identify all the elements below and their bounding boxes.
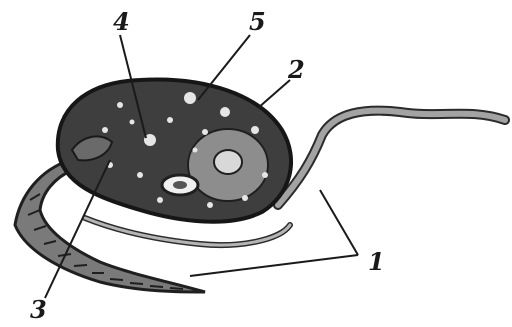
- label-3: 3: [30, 295, 47, 324]
- label-2: 2: [287, 55, 305, 84]
- leader-line-1a: [320, 190, 358, 255]
- label-4: 4: [113, 7, 130, 36]
- leader-line-1b: [190, 255, 358, 276]
- leader-line-2: [258, 80, 290, 108]
- cell-body: [58, 79, 291, 221]
- label-5: 5: [249, 7, 266, 36]
- label-1: 1: [368, 247, 385, 276]
